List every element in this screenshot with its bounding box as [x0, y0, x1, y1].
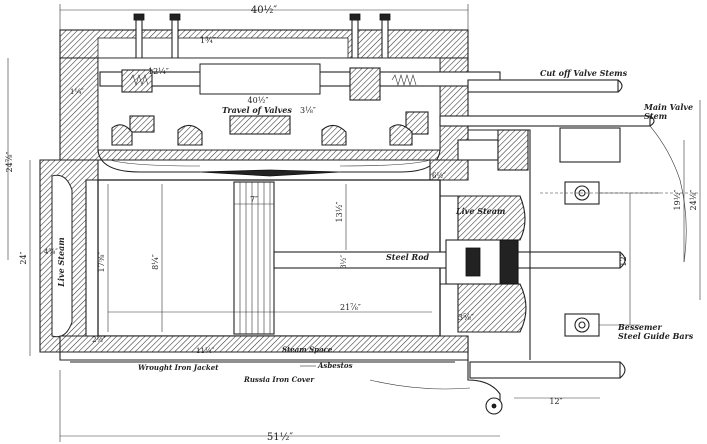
stroke-dim: 24⅞″: [5, 152, 14, 173]
crosshead-frame: Live Steam 3⅝″: [440, 127, 621, 360]
russia-iron-cover-label: Russia Iron Cover: [243, 375, 315, 384]
steam-space-label: Steam Space: [282, 345, 333, 354]
far-right-dim: 24⅛″: [689, 190, 698, 211]
small-d-dim: 13½″: [335, 202, 344, 223]
cylinder-length-dim: 21⅞″: [340, 303, 361, 312]
steam-passages: [97, 149, 441, 177]
top-overall-dim: 40½″: [251, 5, 277, 16]
head-thickness-dim: 2½″: [92, 336, 106, 344]
live-steam-left-label: Live Steam: [56, 237, 66, 287]
crosshead-dim: 6½″: [432, 172, 446, 180]
piston-width-dim: 7″: [250, 195, 258, 204]
small-e-dim: 4⅝″: [44, 248, 58, 256]
cutoff-valve-stems-label: Cut off Valve Stems: [540, 68, 628, 78]
lower-bracket: 12″: [369, 352, 626, 415]
guide-bars-label: Bessemer Steel Guide Bars: [617, 322, 694, 341]
live-steam-right-label: Live Steam: [455, 206, 505, 216]
left-height-dim: 24″: [19, 251, 28, 264]
main-valve-stem-label: Main Valve Stem: [643, 102, 696, 121]
small-b-dim: 11¼″: [196, 347, 215, 355]
bore-height-dim: 17⅝″: [97, 252, 106, 273]
valve-stem-dim: 40½″: [248, 96, 269, 105]
rod-diameter-dim: 3½″: [340, 255, 348, 269]
asbestos-label: Asbestos: [317, 361, 353, 370]
lower-spacing-dim: 12″: [549, 397, 562, 406]
cylinder-body: [39, 159, 469, 363]
valve-springs: [129, 73, 417, 87]
travel-value: 3⅛″: [300, 106, 316, 115]
cylinder-dimensions: 17⅝″ 8¼″ 13½″ 21⅞″ 7″ 2½″ 11¼″ 6½″: [92, 172, 446, 355]
guide-spacing-dim: 12″: [619, 253, 628, 266]
jacket-labels: Steam Space Wrought Iron Jacket Asbestos…: [138, 345, 353, 384]
small-a-dim: 12¼″: [148, 67, 169, 76]
right-height-dim: 19½″: [673, 190, 682, 211]
inner-height-dim: 8¼″: [151, 254, 160, 270]
guide-bars: Bessemer Steel Guide Bars 12″: [540, 181, 700, 341]
steel-rod-label: Steel Rod: [386, 252, 429, 262]
right-dimensions: 19½″ 24⅛″: [649, 100, 701, 300]
bottom-dimension-line: 51½″: [59, 370, 500, 443]
wall-thickness-dim: 1¼″: [70, 88, 84, 96]
top-dimension-line: 40½″: [59, 4, 469, 30]
bottom-overall-dim: 51½″: [267, 432, 293, 443]
valve-chest: 12¼″ 40½″ Cut off Valve Stems Main Valve…: [59, 57, 696, 161]
left-dimensions: 24⅞″ 24″ Live Steam 4⅝″: [5, 58, 66, 356]
port-dim: 1¾″: [200, 36, 216, 45]
travel-of-valves-label: Travel of Valves: [222, 105, 292, 115]
misc-dim: 3⅝″: [458, 313, 474, 322]
piston: [233, 181, 275, 335]
valve-chest-cover: 1¾″: [59, 13, 469, 61]
wrought-iron-jacket-label: Wrought Iron Jacket: [138, 363, 219, 372]
